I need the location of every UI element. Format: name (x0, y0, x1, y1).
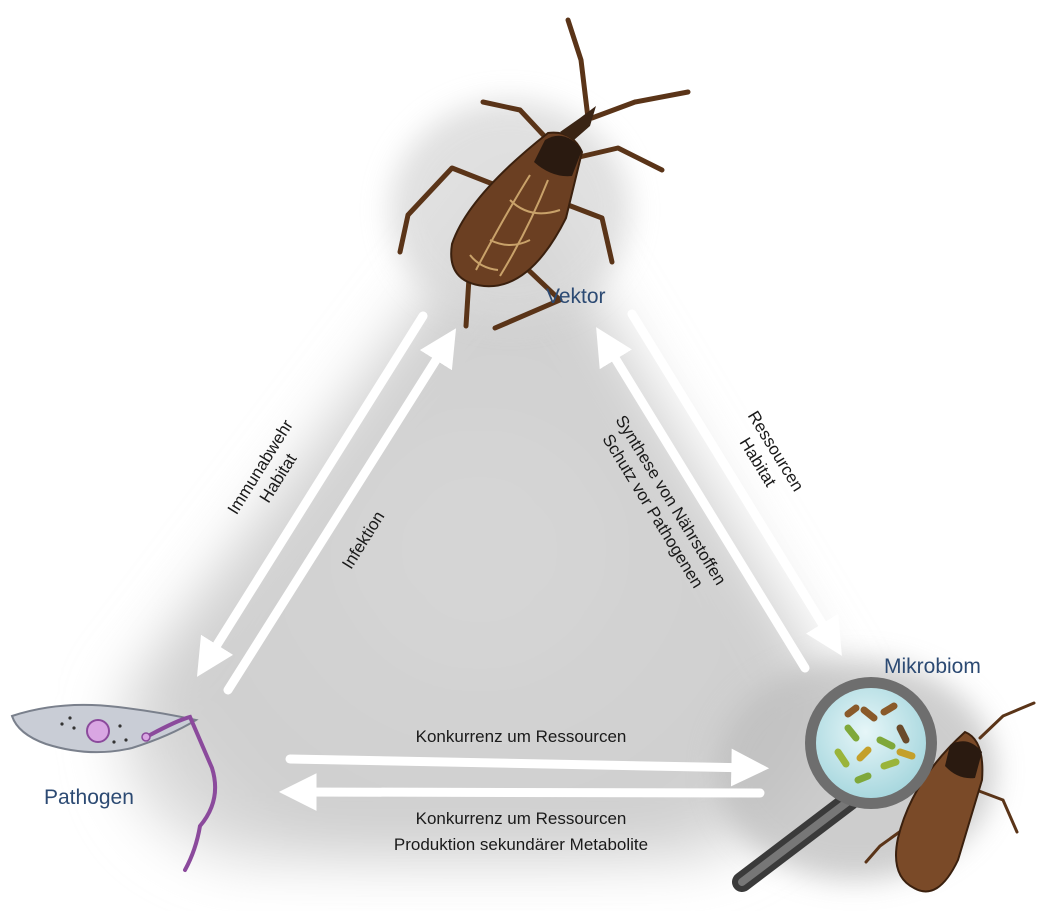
label-produktion: Produktion sekundärer Metabolite (394, 835, 648, 854)
node-label-vektor: Vektor (546, 285, 606, 308)
label-konkurrenz-top: Konkurrenz um Ressourcen (416, 727, 627, 746)
arrow-mikrobiom-to-pathogen (294, 792, 760, 793)
node-label-mikrobiom: Mikrobiom (884, 655, 981, 678)
node-label-pathogen: Pathogen (44, 786, 134, 809)
label-konkurrenz-bottom: Konkurrenz um Ressourcen (416, 809, 627, 828)
